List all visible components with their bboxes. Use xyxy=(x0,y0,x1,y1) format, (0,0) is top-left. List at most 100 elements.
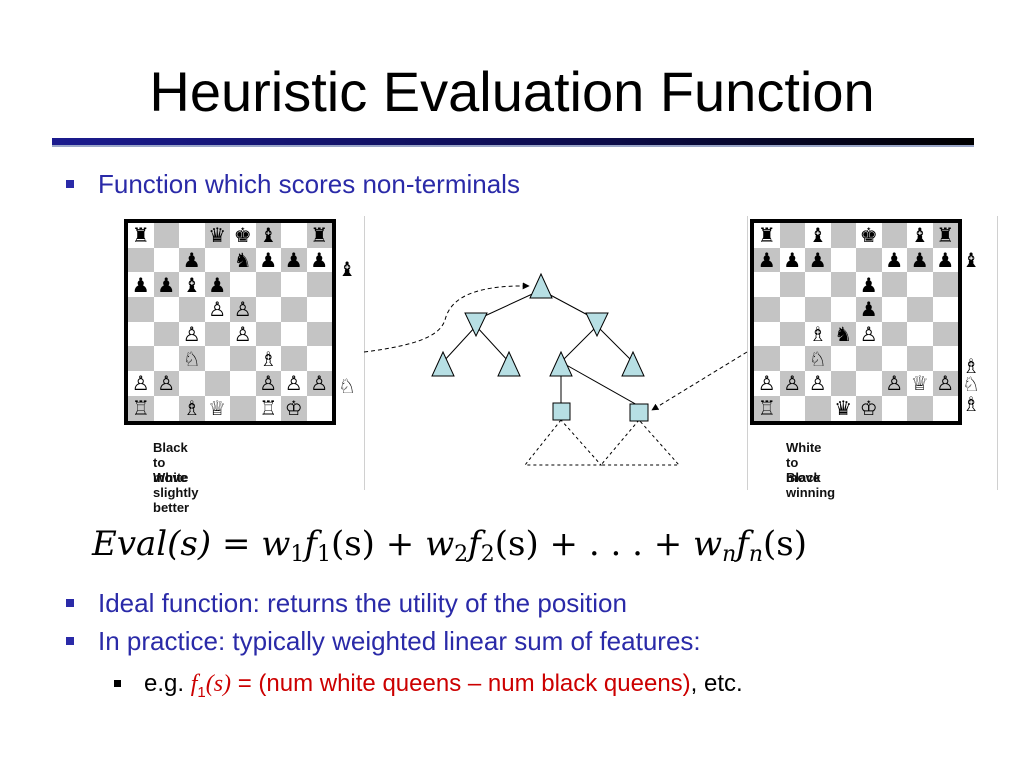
chess-square xyxy=(306,297,332,322)
eg-func: f xyxy=(190,671,198,697)
chess-square xyxy=(306,272,332,298)
max-node-root xyxy=(529,272,553,299)
panel-divider xyxy=(364,216,365,490)
chess-square xyxy=(754,346,780,372)
chess-square xyxy=(306,321,332,347)
left-captured-piece-2: ♘ xyxy=(338,374,356,398)
slide-title: Heuristic Evaluation Function xyxy=(149,60,875,123)
chess-piece-square: ♜ xyxy=(128,223,154,248)
chess-square xyxy=(153,247,179,273)
chess-square xyxy=(907,321,933,347)
chess-piece-square: ♙ xyxy=(128,371,154,396)
panel-divider xyxy=(747,216,748,490)
tree-edges xyxy=(442,289,640,407)
chess-piece-square: ♙ xyxy=(204,297,230,322)
title-divider xyxy=(52,138,974,145)
chess-piece-square: ♟ xyxy=(856,272,882,298)
eg-prefix: e.g. xyxy=(144,670,191,697)
chess-piece-square: ♙ xyxy=(932,371,958,396)
bullet-scores-non-terminals: Function which scores non-terminals xyxy=(98,169,520,199)
chess-square xyxy=(932,272,958,298)
eg-expr: (num white queens – num black queens) xyxy=(258,670,691,697)
chess-piece-square: ♟ xyxy=(805,247,831,273)
left-caption-eval: White slightly better xyxy=(153,470,199,515)
chess-square xyxy=(932,346,958,372)
bullet-in-practice: In practice: typically weighted linear s… xyxy=(98,626,701,656)
chess-piece-square: ♙ xyxy=(179,321,205,347)
chess-square xyxy=(830,247,856,273)
formula-rhs: w1f1(s) + w2f2(s) + . . . + wnfn(s) xyxy=(261,524,808,567)
chess-square xyxy=(128,247,154,273)
chess-square xyxy=(153,321,179,347)
chess-square xyxy=(230,371,256,396)
chess-piece-square: ♙ xyxy=(754,371,780,396)
chess-piece-square: ♝ xyxy=(805,223,831,248)
chess-square xyxy=(779,321,805,347)
chess-square xyxy=(128,297,154,322)
chess-piece-square: ♘ xyxy=(805,346,831,372)
chess-piece-square: ♟ xyxy=(856,297,882,322)
chess-square xyxy=(179,297,205,322)
chess-piece-square: ♜ xyxy=(932,223,958,248)
bullet-marker xyxy=(66,599,74,607)
chess-piece-square: ♞ xyxy=(230,247,256,273)
chess-square xyxy=(881,321,907,347)
chess-piece-square: ♖ xyxy=(754,395,780,421)
chess-square xyxy=(255,297,281,322)
chess-piece-square: ♙ xyxy=(881,371,907,396)
chess-square xyxy=(754,272,780,298)
chess-square xyxy=(306,346,332,372)
max-node xyxy=(621,350,645,377)
arrow-right-board-to-leaf xyxy=(651,351,748,411)
chess-piece-square: ♚ xyxy=(230,223,256,248)
chess-square xyxy=(128,346,154,372)
chess-square xyxy=(153,395,179,421)
chess-square xyxy=(153,223,179,248)
chess-square xyxy=(856,371,882,396)
chess-piece-square: ♛ xyxy=(830,395,856,421)
left-caption-move: Black to move xyxy=(153,440,188,485)
chess-piece-square: ♙ xyxy=(230,297,256,322)
right-captured-piece-2: ♗ xyxy=(962,354,980,378)
max-node xyxy=(431,350,455,377)
chess-piece-square: ♛ xyxy=(204,223,230,248)
chess-piece-square: ♚ xyxy=(856,223,882,248)
chess-square xyxy=(805,395,831,421)
chess-piece-square: ♔ xyxy=(856,395,882,421)
evaluated-leaf-node xyxy=(552,402,571,421)
right-captured-piece-4: ♗ xyxy=(962,392,980,416)
chess-square xyxy=(830,272,856,298)
chess-piece-square: ♟ xyxy=(881,247,907,273)
chess-piece-square: ♜ xyxy=(754,223,780,248)
eg-suffix: , etc. xyxy=(690,670,743,697)
chess-square xyxy=(281,297,307,322)
eg-func-arg: (s) xyxy=(205,671,232,697)
chess-square xyxy=(881,223,907,248)
chess-square xyxy=(830,297,856,322)
chess-square xyxy=(830,346,856,372)
chess-square xyxy=(306,395,332,421)
chess-piece-square: ♜ xyxy=(306,223,332,248)
chess-square xyxy=(907,346,933,372)
chess-piece-square: ♖ xyxy=(255,395,281,421)
chess-piece-square: ♙ xyxy=(856,321,882,347)
chess-square xyxy=(881,346,907,372)
chess-piece-square: ♟ xyxy=(281,247,307,273)
chess-piece-square: ♙ xyxy=(255,371,281,396)
chess-piece-square: ♝ xyxy=(179,272,205,298)
chess-square xyxy=(805,272,831,298)
chess-piece-square: ♟ xyxy=(907,247,933,273)
formula-lhs: Eval(s) xyxy=(92,524,212,564)
chess-piece-square: ♙ xyxy=(306,371,332,396)
chess-square xyxy=(932,395,958,421)
right-caption-eval: Black winning xyxy=(786,470,836,500)
eval-formula: Eval(s) = w1f1(s) + w2f2(s) + . . . + wn… xyxy=(92,524,807,567)
chess-piece-square: ♟ xyxy=(306,247,332,273)
chess-piece-square: ♟ xyxy=(255,247,281,273)
chess-square xyxy=(204,321,230,347)
chess-piece-square: ♙ xyxy=(153,371,179,396)
chess-square xyxy=(779,395,805,421)
evaluated-leaf-node xyxy=(629,403,649,422)
chess-piece-square: ♖ xyxy=(128,395,154,421)
